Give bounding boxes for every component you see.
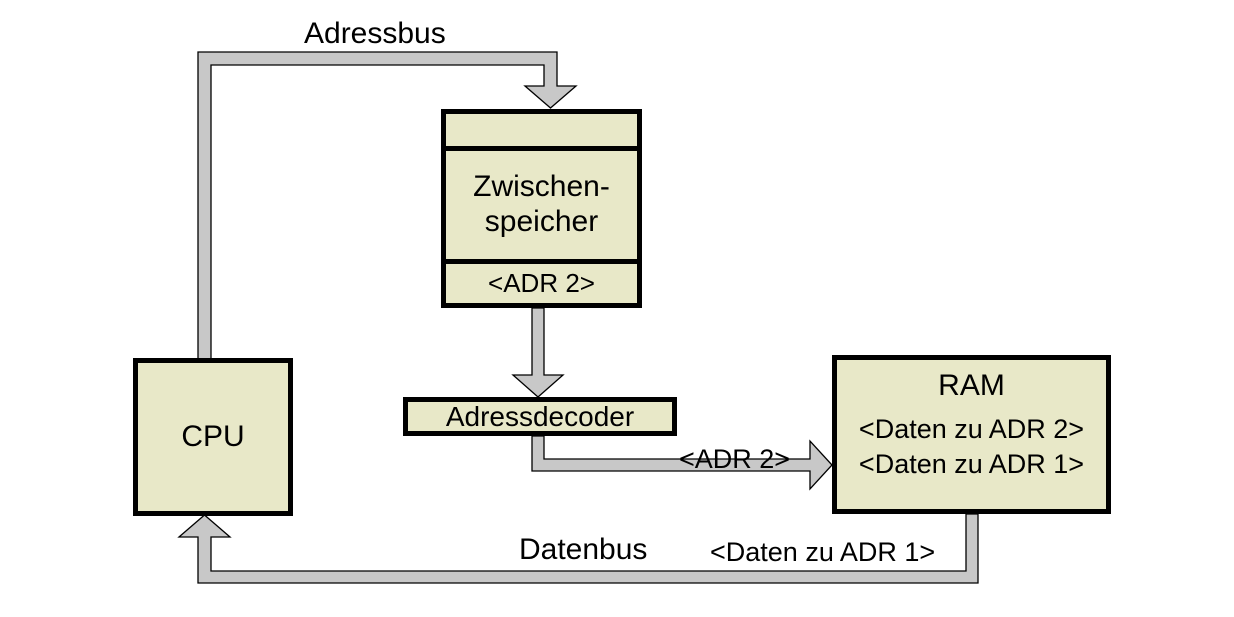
ram-row-adr2: <Daten zu ADR 2> bbox=[858, 414, 1085, 444]
zwischenspeicher-name-line2: speicher bbox=[484, 205, 599, 238]
cpu-label: CPU bbox=[181, 420, 245, 453]
zwischenspeicher-name-line1: Zwischen- bbox=[473, 170, 610, 204]
zwischenspeicher-name-cell: Zwischen- speicher bbox=[446, 151, 637, 264]
block-adressdecoder[interactable]: Adressdecoder bbox=[403, 397, 677, 436]
block-zwischenspeicher[interactable]: Zwischen- speicher <ADR 2> bbox=[441, 109, 642, 308]
adressdecoder-label: Adressdecoder bbox=[445, 400, 635, 432]
datenbus-payload-label: <Daten zu ADR 1> bbox=[710, 537, 936, 567]
zwischenspeicher-value-cell: <ADR 2> bbox=[488, 268, 595, 298]
block-cpu[interactable]: CPU bbox=[133, 358, 293, 516]
datenbus-label: Datenbus bbox=[519, 533, 648, 566]
ram-title: RAM bbox=[938, 369, 1005, 402]
adressbus-label: Adressbus bbox=[304, 17, 446, 50]
block-ram[interactable]: RAM <Daten zu ADR 2> <Daten zu ADR 1> bbox=[832, 355, 1111, 514]
zwischenspeicher-to-decoder-arrow bbox=[511, 307, 565, 398]
decoder-to-ram-label: <ADR 2> bbox=[679, 444, 791, 474]
ram-row-adr1: <Daten zu ADR 1> bbox=[858, 448, 1085, 479]
zwischenspeicher-empty-cell bbox=[446, 114, 637, 151]
